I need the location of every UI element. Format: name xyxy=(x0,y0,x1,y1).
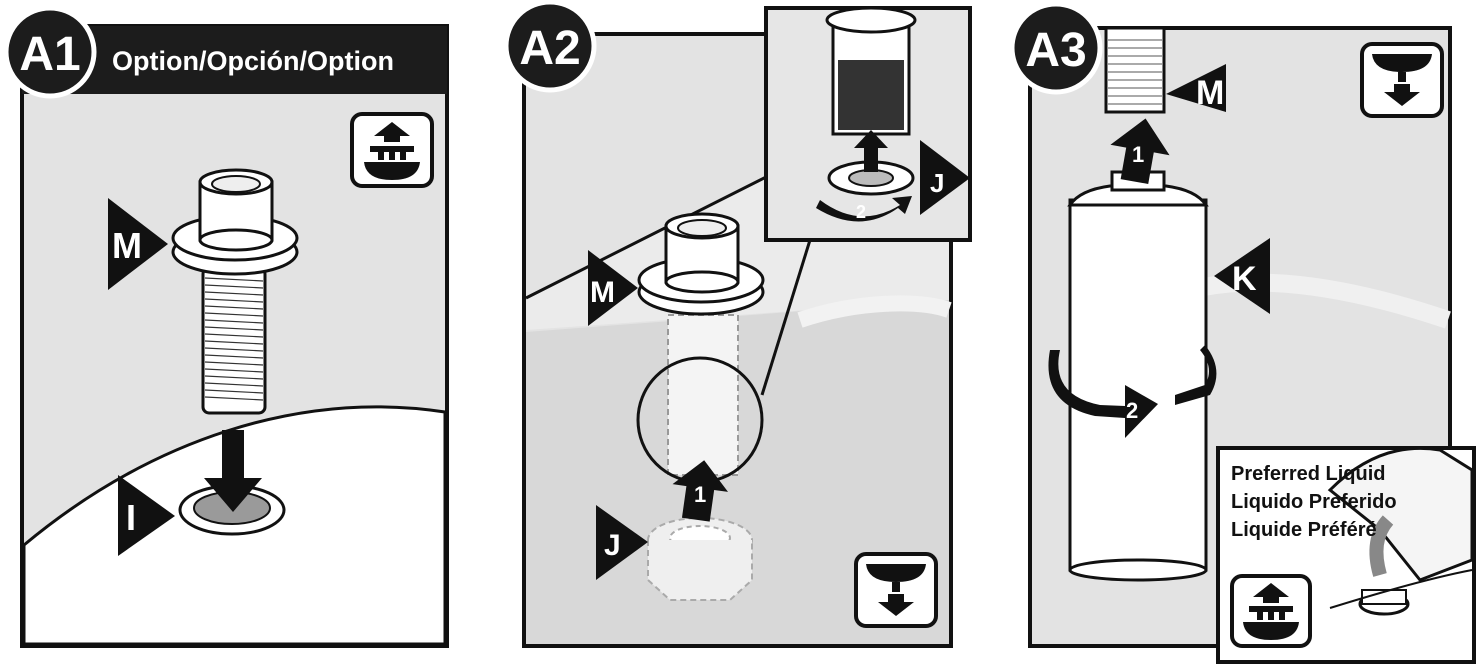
rotate-arrow xyxy=(1048,350,1158,438)
note-line-fr: Liquide Préféré xyxy=(1231,519,1377,541)
panel-a1-header-text: Option/Opción/Option xyxy=(112,46,394,76)
label-m: M xyxy=(1196,74,1224,112)
nut-j-dashed xyxy=(647,517,753,601)
step-badge-a3 xyxy=(1009,1,1103,95)
step1-up-arrow xyxy=(672,460,729,522)
label-j-arrow xyxy=(596,505,648,580)
label-m: M xyxy=(112,225,142,266)
zoom-leader-right xyxy=(760,239,812,396)
step1-label: 1 xyxy=(694,482,706,507)
shank-collar-bottom xyxy=(664,270,740,294)
shank-below-dashed xyxy=(667,314,739,476)
step-badge-a1 xyxy=(3,5,97,99)
label-m-arrow xyxy=(588,250,638,326)
step2-label: 2 xyxy=(1126,398,1138,423)
above-sink-install-icon xyxy=(1230,574,1312,648)
label-j: J xyxy=(604,529,621,562)
badge-a1-text: A1 xyxy=(19,28,80,81)
insert-down-arrow xyxy=(204,430,262,512)
rotate-arrow-back xyxy=(1175,345,1217,405)
inset-detail: 2 J xyxy=(764,6,972,242)
label-m: M xyxy=(590,276,615,309)
label-i-arrow xyxy=(118,475,175,556)
tube-m xyxy=(1104,26,1166,114)
bottle-shoulder xyxy=(1067,184,1209,207)
shank-opening xyxy=(677,219,727,237)
bottle-k xyxy=(1068,198,1208,572)
below-sink-install-icon xyxy=(854,552,938,628)
above-sink-install-icon xyxy=(350,112,434,188)
step-badge-a2 xyxy=(503,0,597,93)
panel-a2: 1 M J 2 J A2 xyxy=(500,0,980,668)
sink-highlight xyxy=(797,295,952,328)
badge-a2-text: A2 xyxy=(519,22,580,75)
step1-up-arrow xyxy=(1110,118,1170,184)
preferred-liquid-note: Preferred Liquid Liquido Preferido Liqui… xyxy=(1216,446,1476,664)
inset-step2-label: 2 xyxy=(856,202,866,222)
label-k-arrow xyxy=(1214,238,1270,314)
inset-label-j: J xyxy=(930,168,944,198)
bottle-bottom xyxy=(1068,558,1208,582)
shank-threads xyxy=(204,277,264,401)
tube-threads xyxy=(1108,39,1162,105)
note-line-es: Liquido Preferido xyxy=(1231,491,1397,513)
panel-a2-illustration: 1 M J 2 J A2 xyxy=(503,0,972,648)
shank-collar-bottom xyxy=(198,228,274,252)
shank-opening xyxy=(211,175,261,193)
panel-a1: M I A1 Option/Opción/Option xyxy=(0,0,460,668)
panel-a3-illustration: 1 2 M K Preferred Liquid Liquido Preferi… xyxy=(1009,1,1476,664)
panel-a1-illustration: M I A1 Option/Opción/Option xyxy=(3,5,449,648)
note-line-en: Preferred Liquid xyxy=(1231,463,1385,485)
badge-a3-text: A3 xyxy=(1025,24,1086,77)
below-sink-install-icon xyxy=(1360,42,1444,118)
step1-label: 1 xyxy=(1132,142,1144,167)
panel-a3: 1 2 M K Preferred Liquid Liquido Preferi… xyxy=(1000,0,1480,668)
label-m-arrow xyxy=(108,198,168,290)
label-k: K xyxy=(1232,260,1257,298)
label-i: I xyxy=(126,497,136,538)
label-m-arrow xyxy=(1166,64,1226,112)
